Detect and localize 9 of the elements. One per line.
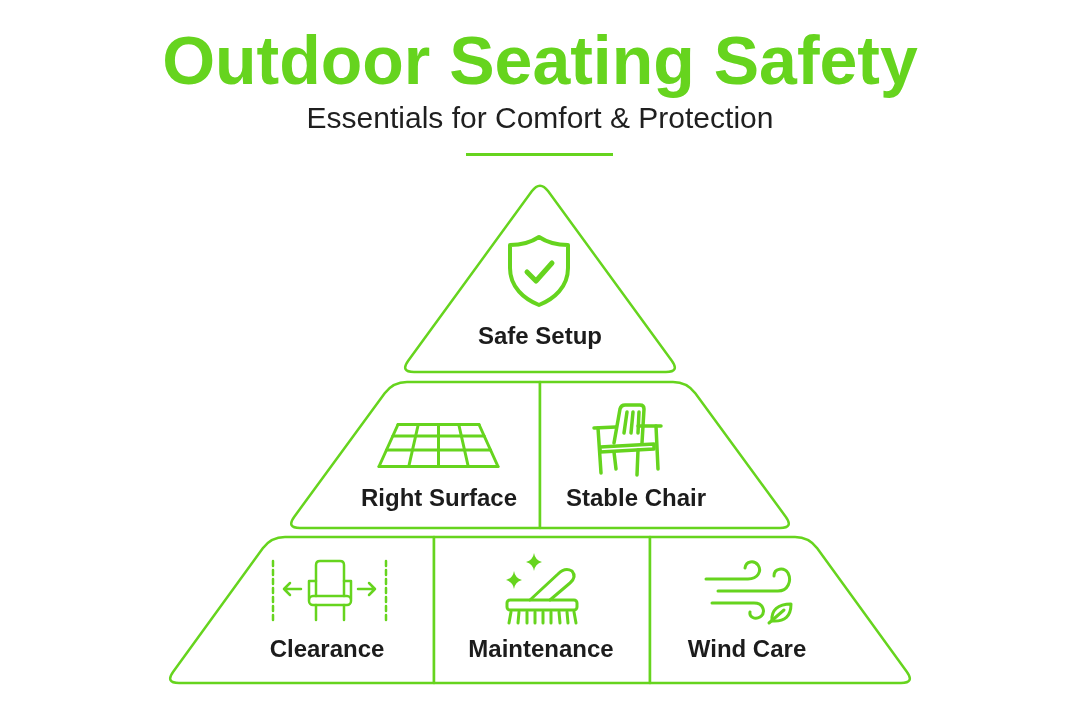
segment-label: Stable Chair	[566, 484, 706, 512]
pyramid-segment	[434, 537, 650, 683]
segment-label: Safe Setup	[478, 322, 602, 350]
subtitle: Essentials for Comfort & Protection	[306, 100, 774, 136]
title: Outdoor Seating Safety	[162, 22, 918, 98]
segment-label: Right Surface	[361, 484, 517, 512]
segment-label: Wind Care	[687, 635, 807, 663]
segment-label: Maintenance	[468, 635, 614, 663]
segment-label: Clearance	[269, 635, 385, 663]
